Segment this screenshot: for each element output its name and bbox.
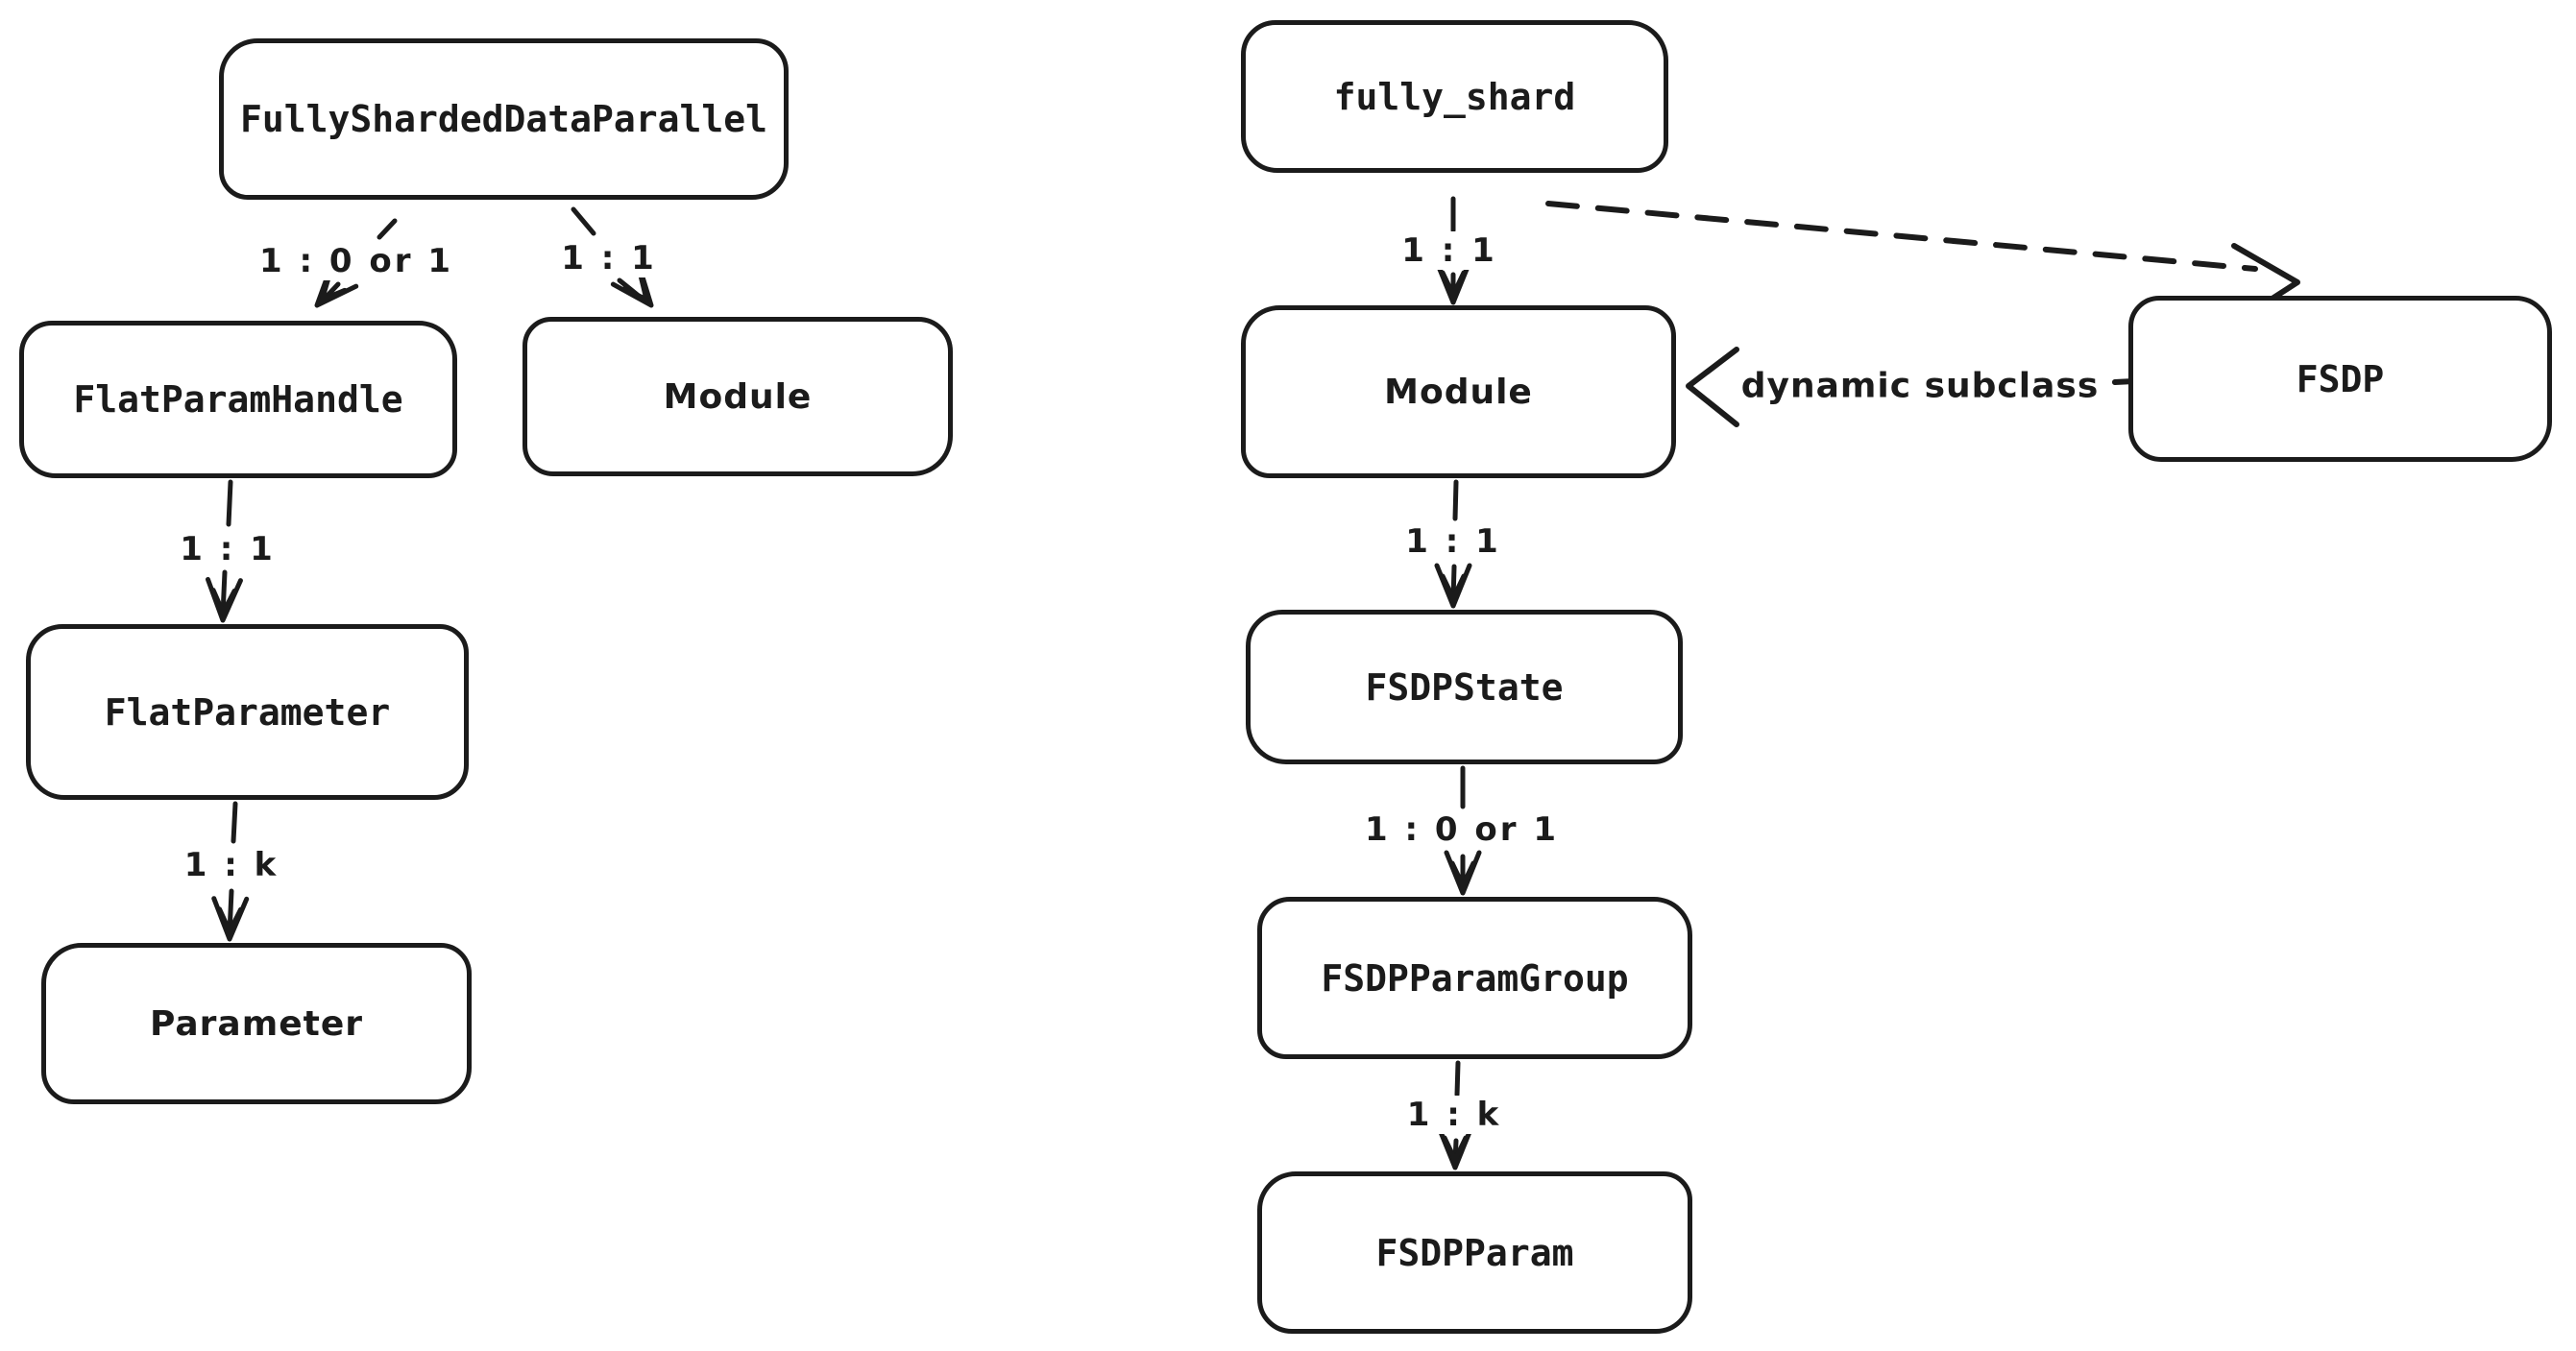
edge-fsdpstate-to-fsdpparamgroup <box>1446 765 1479 893</box>
edge-fullyshard-to-module-right <box>1437 196 1470 302</box>
node-fsdpparam: FSDPParam <box>1257 1171 1692 1334</box>
node-fsdp: FSDP <box>2128 296 2552 462</box>
edge-label-flatparameter-to-parameter: 1 : k <box>174 846 289 884</box>
edge-root-to-flatparamhandle <box>304 218 398 316</box>
node-fsdpstate: FSDPState <box>1246 610 1683 764</box>
edge-root-to-module-left <box>571 206 664 316</box>
node-label: Module <box>1384 372 1533 412</box>
chevron-left-arrowhead-icon <box>1686 347 1739 427</box>
node-label: FSDP <box>2296 357 2385 400</box>
edge-label-fsdpparamgroup-to-fsdpparam: 1 : k <box>1397 1096 1512 1134</box>
edge-label-root-to-flatparamhandle: 1 : 0 or 1 <box>249 242 464 280</box>
edge-flatparamhandle-to-flatparameter <box>207 479 240 621</box>
edge-module-to-fsdpstate <box>1437 479 1470 606</box>
edge-flatparameter-to-parameter <box>213 801 247 939</box>
node-fully-shard: fully_shard <box>1241 20 1668 173</box>
node-parameter: Parameter <box>41 943 472 1104</box>
node-label: FSDPParamGroup <box>1321 956 1629 1000</box>
edge-label-root-to-module-left: 1 : 1 <box>551 239 667 277</box>
node-label: FSDPParam <box>1375 1231 1574 1274</box>
edge-fsdpparamgroup-to-fsdpparam <box>1439 1060 1471 1168</box>
node-flatparameter: FlatParameter <box>26 624 469 800</box>
edge-label-fullyshard-to-module: 1 : 1 <box>1392 231 1507 270</box>
edge-label-fsdpstate-to-fsdpparamgroup: 1 : 0 or 1 <box>1354 810 1569 849</box>
edge-label-module-to-fsdpstate: 1 : 1 <box>1396 522 1511 561</box>
node-label: FSDPState <box>1365 665 1564 709</box>
edge-label-flatparamhandle-to-flatparameter: 1 : 1 <box>170 530 285 568</box>
edge-label-dynamic-subclass: dynamic subclass <box>1737 366 2103 406</box>
node-label: Parameter <box>149 1003 364 1044</box>
node-label: FlatParameter <box>104 690 391 734</box>
node-flatparamhandle: FlatParamHandle <box>19 321 457 478</box>
node-label: fully_shard <box>1333 75 1576 118</box>
node-module-right: Module <box>1241 305 1676 478</box>
node-module-left: Module <box>522 317 953 476</box>
node-label: FlatParamHandle <box>73 378 403 421</box>
node-fullyshardeddataparallel: FullyShardedDataParallel <box>219 38 789 200</box>
node-fsdpparamgroup: FSDPParamGroup <box>1257 897 1692 1059</box>
node-label: Module <box>663 376 813 417</box>
node-label: FullyShardedDataParallel <box>239 98 768 140</box>
